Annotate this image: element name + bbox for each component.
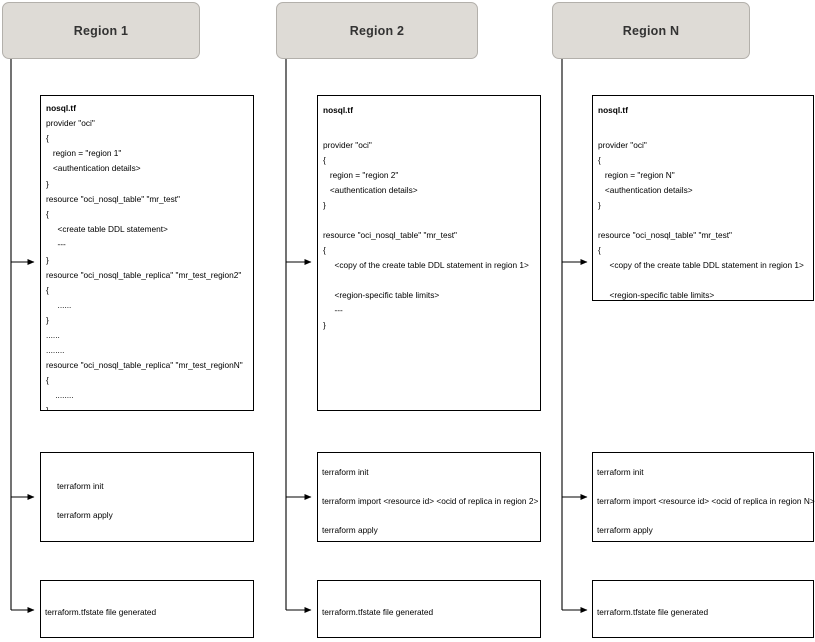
region-header-2[interactable]: Region 2 xyxy=(276,2,478,59)
code-line: nosql.tf xyxy=(598,105,628,115)
connector-region-2 xyxy=(285,59,312,613)
code-line: nosql.tf xyxy=(323,105,353,115)
code-line: } xyxy=(598,200,601,210)
command-line: terraform import <resource id> <ocid of … xyxy=(597,496,815,506)
code-line: ........ xyxy=(46,390,74,400)
code-line: } xyxy=(46,405,49,411)
code-line: <create table DDL statement> xyxy=(46,224,168,234)
region-header-n[interactable]: Region N xyxy=(552,2,750,59)
command-panel-region-1[interactable]: terraform init terraform apply xyxy=(40,452,254,542)
code-line: resource "oci_nosql_table" "mr_test" xyxy=(46,194,180,204)
code-line: provider "oci" xyxy=(598,140,647,150)
code-line: } xyxy=(46,255,49,265)
code-line: { xyxy=(46,285,49,295)
command-line: terraform init xyxy=(597,467,644,477)
connector-region-1 xyxy=(10,59,35,613)
code-line: provider "oci" xyxy=(323,140,372,150)
code-line: resource "oci_nosql_table_replica" "mr_t… xyxy=(46,270,242,280)
command-panel-region-n[interactable]: terraform init terraform import <resourc… xyxy=(592,452,815,542)
code-line: } xyxy=(323,200,326,210)
region-header-n-label: Region N xyxy=(622,23,680,38)
code-line: <copy of the create table DDL statement … xyxy=(323,260,529,270)
code-line: resource "oci_nosql_table" "mr_test" xyxy=(323,230,457,240)
code-line: { xyxy=(46,133,49,143)
code-panel-region-n[interactable]: nosql.tf provider "oci" { region = "regi… xyxy=(592,95,814,301)
code-line: ...... xyxy=(46,300,72,310)
code-line: region = "region N" xyxy=(598,170,675,180)
command-line: terraform init xyxy=(322,467,369,477)
code-line: <authentication details> xyxy=(46,163,141,173)
connector-region-n xyxy=(561,59,588,613)
code-line: --- xyxy=(46,239,66,249)
state-panel-region-1[interactable]: terraform.tfstate file generated xyxy=(40,580,254,638)
code-line: { xyxy=(323,155,326,165)
code-line: } xyxy=(323,320,326,330)
code-line: --- xyxy=(323,305,343,315)
code-line: { xyxy=(598,155,601,165)
code-line: <authentication details> xyxy=(323,185,418,195)
region-header-2-label: Region 2 xyxy=(349,23,405,38)
command-line: terraform apply xyxy=(57,510,113,520)
code-line: provider "oci" xyxy=(46,118,95,128)
code-line: <authentication details> xyxy=(598,185,693,195)
state-line: terraform.tfstate file generated xyxy=(597,607,709,617)
code-line: <region-specific table limits> xyxy=(598,290,715,300)
code-line: <region-specific table limits> xyxy=(323,290,440,300)
command-line: terraform apply xyxy=(597,525,653,535)
code-line: ........ xyxy=(46,345,65,355)
region-header-1[interactable]: Region 1 xyxy=(2,2,200,59)
code-line: resource "oci_nosql_table_replica" "mr_t… xyxy=(46,360,243,370)
code-line: { xyxy=(46,209,49,219)
command-line: terraform import <resource id> <ocid of … xyxy=(322,496,539,506)
code-line: region = "region 1" xyxy=(46,148,122,158)
code-line: nosql.tf xyxy=(46,103,76,113)
code-line: region = "region 2" xyxy=(323,170,399,180)
code-panel-region-1[interactable]: nosql.tf provider "oci" { region = "regi… xyxy=(40,95,254,411)
state-line: terraform.tfstate file generated xyxy=(322,607,434,617)
state-panel-region-2[interactable]: terraform.tfstate file generated xyxy=(317,580,541,638)
code-line: <copy of the create table DDL statement … xyxy=(598,260,804,270)
command-line: terraform init xyxy=(57,481,104,491)
code-panel-region-2[interactable]: nosql.tf provider "oci" { region = "regi… xyxy=(317,95,541,411)
command-panel-region-2[interactable]: terraform init terraform import <resourc… xyxy=(317,452,541,542)
code-line: } xyxy=(46,179,49,189)
region-header-1-label: Region 1 xyxy=(73,23,129,38)
state-panel-region-n[interactable]: terraform.tfstate file generated xyxy=(592,580,814,638)
command-line: terraform apply xyxy=(322,525,378,535)
code-line: ...... xyxy=(46,330,60,340)
state-line: terraform.tfstate file generated xyxy=(45,607,157,617)
code-line: { xyxy=(598,245,601,255)
code-line: } xyxy=(46,315,49,325)
code-line: { xyxy=(46,375,49,385)
code-line: resource "oci_nosql_table" "mr_test" xyxy=(598,230,732,240)
code-line: { xyxy=(323,245,326,255)
